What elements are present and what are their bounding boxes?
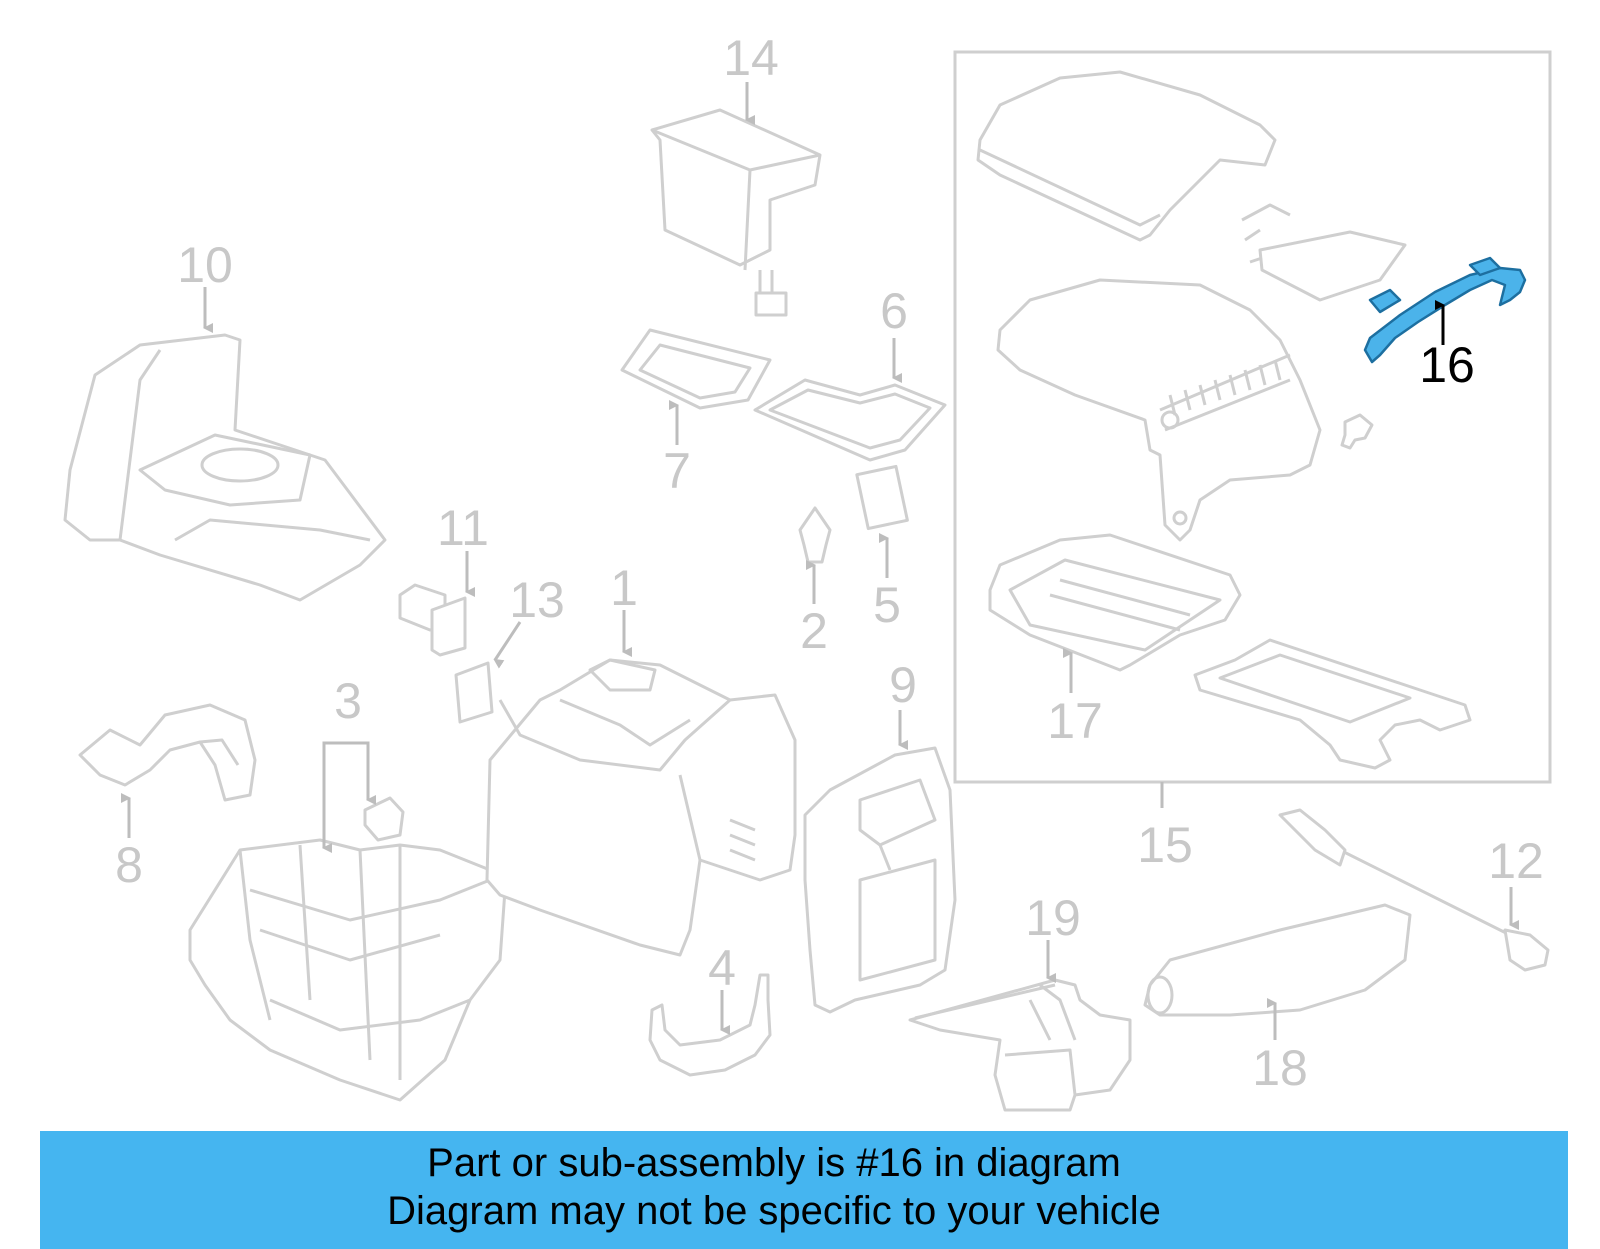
callout-6: 6 <box>880 283 908 339</box>
part-18-handle-cover <box>1143 903 1412 1017</box>
part-17-tray <box>988 533 1242 672</box>
leader-lines <box>121 82 1519 1040</box>
callout-4: 4 <box>708 940 736 996</box>
part-4-bracket <box>648 973 772 1077</box>
part-9-rear-panel <box>803 746 957 1014</box>
callout-labels: 14 10 6 7 11 13 1 2 5 9 3 8 4 19 18 12 1… <box>115 30 1544 1096</box>
part-11-switch <box>398 583 467 657</box>
callout-8: 8 <box>115 837 143 893</box>
part-16-highlighted-bracket <box>1363 256 1527 364</box>
callout-17: 17 <box>1047 693 1103 749</box>
callout-13: 13 <box>509 572 565 628</box>
part-1-console-body <box>485 658 797 957</box>
part-14-storage-bin <box>650 108 822 317</box>
info-banner: Part or sub-assembly is #16 in diagram D… <box>40 1131 1568 1249</box>
subassembly-box-15 <box>953 50 1552 784</box>
banner-line-1: Part or sub-assembly is #16 in diagram <box>427 1141 1121 1185</box>
callout-11: 11 <box>437 500 489 556</box>
callout-15: 15 <box>1137 817 1193 873</box>
callout-10: 10 <box>177 237 233 293</box>
part-10-rear-panel <box>63 333 387 602</box>
part-13-cap <box>454 661 494 724</box>
callout-7: 7 <box>663 443 691 499</box>
part-5-pad <box>855 464 909 531</box>
callout-19: 19 <box>1025 890 1081 946</box>
callout-1: 1 <box>610 560 638 616</box>
part-screw <box>1340 413 1374 450</box>
part-hinge-housing <box>996 278 1322 542</box>
callout-12: 12 <box>1488 833 1544 889</box>
callout-16: 16 <box>1419 337 1475 393</box>
callout-18: 18 <box>1252 1040 1308 1096</box>
part-armrest-lid <box>976 70 1277 242</box>
part-19-shifter <box>908 978 1132 1112</box>
callout-14: 14 <box>723 30 779 86</box>
callout-5: 5 <box>873 577 901 633</box>
part-3-frame <box>188 796 507 1102</box>
callout-9: 9 <box>889 657 917 713</box>
callout-2: 2 <box>800 603 828 659</box>
part-8-bracket <box>78 703 257 802</box>
part-7-tray-mat <box>620 328 772 410</box>
part-6-tray-mat <box>753 378 947 462</box>
callout-3: 3 <box>334 673 362 729</box>
part-latch-plate <box>1241 203 1407 302</box>
part-12-cable <box>1278 808 1550 972</box>
part-bottom-tray <box>1193 638 1472 770</box>
banner-line-2: Diagram may not be specific to your vehi… <box>387 1189 1161 1233</box>
part-2-clip <box>798 506 832 564</box>
